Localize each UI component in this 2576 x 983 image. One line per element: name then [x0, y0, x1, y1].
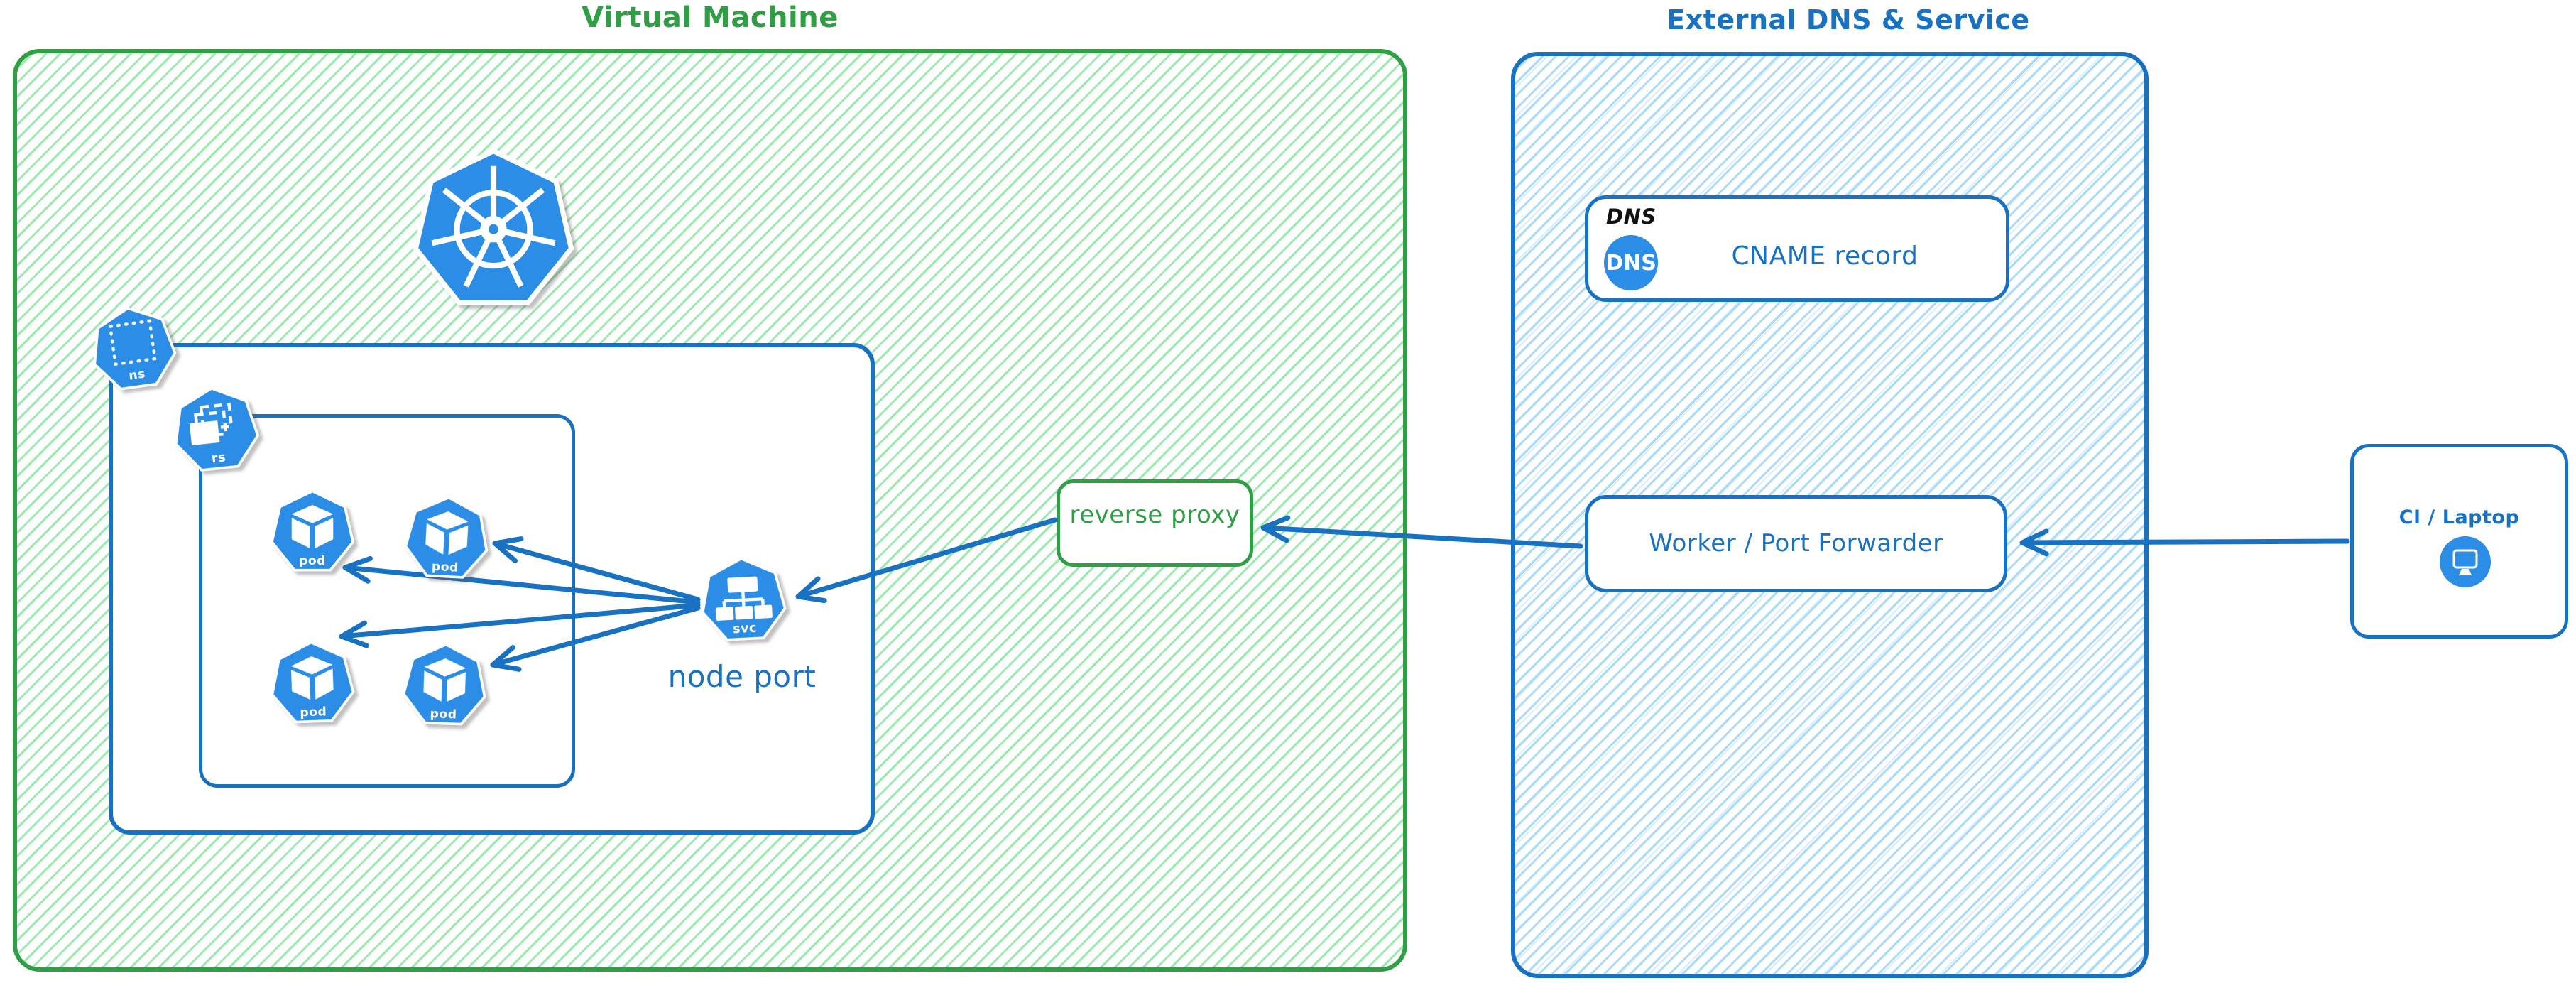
- replicaset-icon: rs: [174, 386, 260, 472]
- svg-text:pod: pod: [300, 705, 327, 719]
- dns-record-card: [1585, 195, 2009, 302]
- arrow-service-to-pod-1: [342, 555, 701, 605]
- ci-laptop-label: CI / Laptop: [2398, 506, 2520, 528]
- replicaset-box: [199, 414, 575, 788]
- reverse-proxy-label: reverse proxy: [1069, 501, 1240, 529]
- pod-icon: pod: [271, 641, 355, 724]
- cname-record-label: CNAME record: [1731, 241, 1919, 271]
- svg-text:pod: pod: [431, 560, 459, 575]
- reverse-proxy-box: [1057, 479, 1253, 567]
- dns-tag-label: DNS: [1606, 205, 1657, 229]
- arrow-proxy-to-service: [795, 517, 1058, 604]
- svg-text:pod: pod: [430, 707, 457, 722]
- arrow-service-to-pod-4: [490, 605, 701, 672]
- arrow-service-to-pod-2: [492, 536, 701, 602]
- dns-badge-label: DNS: [1605, 250, 1657, 276]
- arrow-worker-to-proxy: [1260, 515, 1583, 549]
- arrow-service-to-pod-3: [339, 602, 701, 648]
- dns-icon: DNS: [1604, 235, 1658, 290]
- worker-label: Worker / Port Forwarder: [1649, 529, 1943, 558]
- virtual-machine-title: Virtual Machine: [582, 1, 839, 34]
- service-icon: svc: [701, 557, 787, 641]
- kubernetes-icon: [413, 148, 574, 305]
- replicaset-icon-label: rs: [211, 450, 227, 466]
- pod-icon: pod: [402, 643, 486, 726]
- worker-card: [1585, 495, 2007, 592]
- pod-icon: pod: [270, 489, 355, 572]
- namespace-icon-label: ns: [128, 367, 146, 384]
- external-dns-title: External DNS & Service: [1666, 4, 2030, 36]
- svg-text:pod: pod: [299, 554, 326, 568]
- arrow-laptop-to-worker: [2019, 528, 2350, 557]
- service-icon-label: svc: [733, 621, 758, 637]
- namespace-icon: ns: [93, 306, 177, 391]
- pod-icon: pod: [404, 496, 489, 579]
- laptop-icon: [2440, 536, 2491, 587]
- node-port-label: node port: [667, 659, 817, 694]
